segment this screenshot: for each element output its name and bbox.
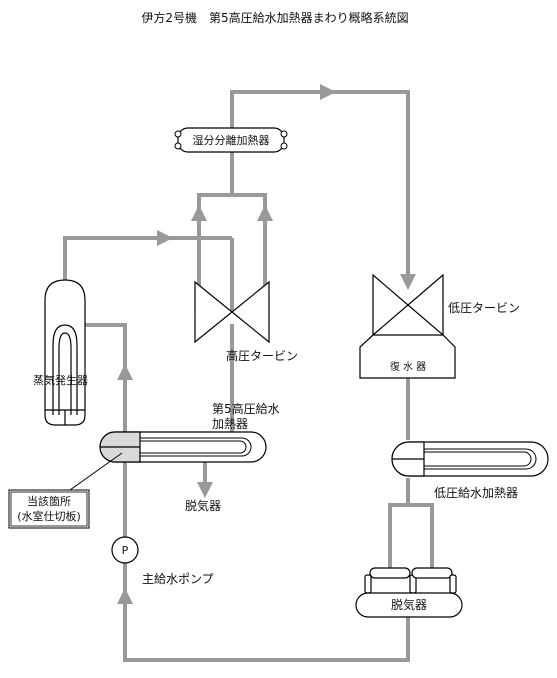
msr-to-lp-line	[230, 90, 410, 275]
lp-feedwater-heater	[391, 441, 549, 477]
steam-generator	[44, 279, 86, 426]
hp-heater-label-line2: 加熱器	[212, 417, 248, 431]
callout-line2: (水室仕切板)	[17, 509, 81, 523]
lp-turbine-label: 低圧タービン	[448, 301, 520, 315]
msr-label: 湿分分離加熱器	[193, 133, 270, 147]
condenser: 復 水 器	[359, 334, 456, 379]
hp-turbine	[194, 280, 270, 344]
deaerator-label: 脱気器	[391, 597, 427, 612]
main-steam-line	[63, 236, 232, 280]
piping	[63, 84, 434, 662]
lp-heater-label: 低圧給水加熱器	[434, 486, 518, 500]
deaerator	[355, 567, 463, 618]
pump-symbol: P	[122, 544, 129, 557]
callout-line1: 当該箇所	[27, 494, 71, 508]
hp-feedwater-heater-5	[99, 431, 267, 463]
deaerator-inlets	[388, 503, 434, 568]
pump-label: 主給水ポンプ	[142, 572, 214, 586]
condenser-label: 復 水 器	[390, 360, 426, 373]
defect-location-callout: 当該箇所 (水室仕切板)	[8, 452, 123, 529]
lp-turbine	[372, 273, 444, 337]
diagram-title: 伊方2号機 第5高圧給水加熱器まわり概略系統図	[141, 10, 408, 25]
steam-generator-label: 蒸気発生器	[33, 373, 88, 387]
main-feedwater-pump: P	[111, 536, 139, 564]
hp-heater-label-line1: 第5高圧給水	[212, 401, 280, 416]
hp-turbine-label: 高圧タービン	[226, 348, 298, 363]
moisture-separator-reheater: 湿分分離加熱器	[174, 127, 288, 153]
deaerator-outlet-label: 脱気器	[185, 498, 221, 513]
